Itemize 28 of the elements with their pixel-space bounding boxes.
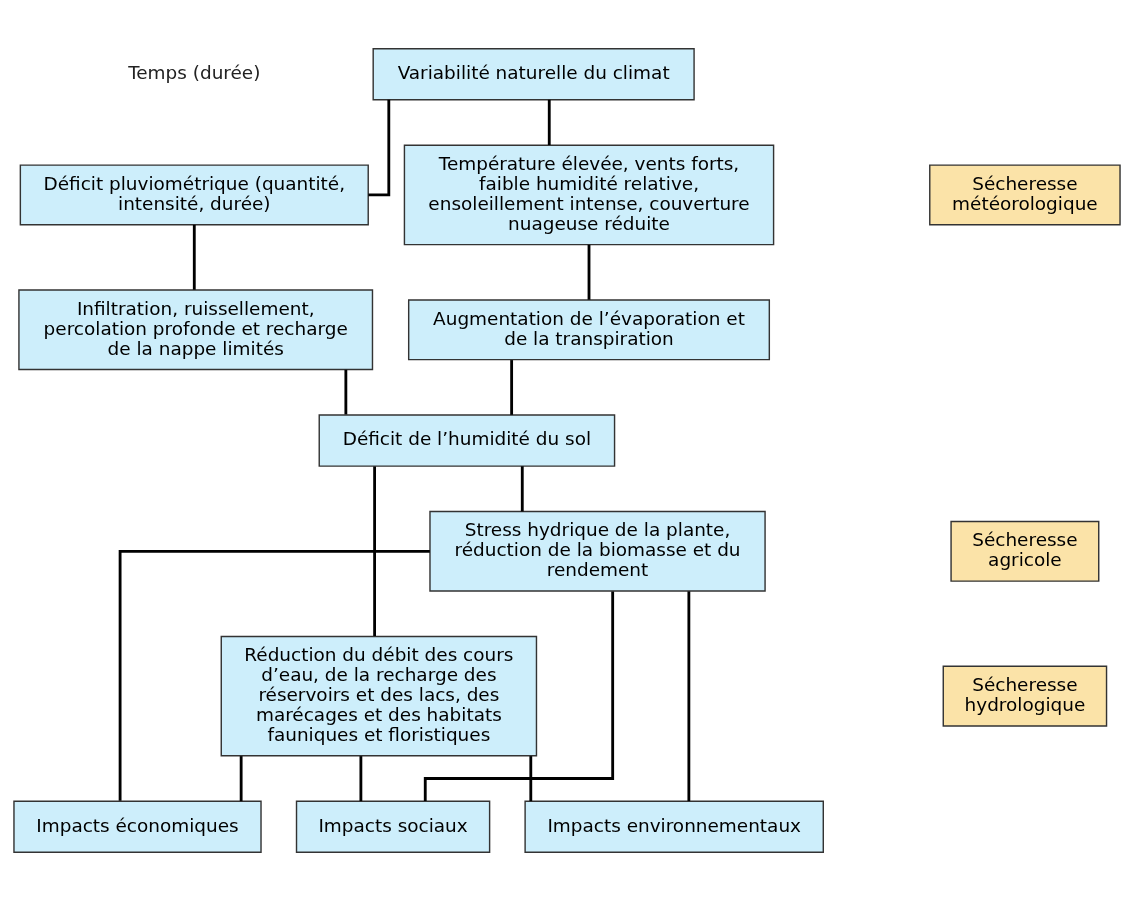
node-box: Variabilité naturelle du climat xyxy=(372,47,695,101)
connector xyxy=(547,99,551,145)
connector xyxy=(192,224,196,290)
node-box: Déficit de l’humidité du sol xyxy=(318,414,616,467)
node-box: Sécheresse hydrologique xyxy=(942,665,1108,727)
node-box: Déficit pluviométrique (quantité, intensité, durée) xyxy=(19,164,369,226)
connector xyxy=(587,244,591,300)
connector xyxy=(423,591,615,801)
node-box: Impacts sociaux xyxy=(295,800,491,854)
connector xyxy=(687,591,691,802)
connector xyxy=(373,466,377,636)
node-box: Température élevée, vents forts, faible humidité relative, ensoleillement intense, couverture nuageuse réduite xyxy=(403,144,775,246)
node-box: Infiltration, ruissellement, percolation profonde et recharge de la nappe limités xyxy=(18,289,374,371)
connector xyxy=(118,549,430,801)
node-box: Impacts économiques xyxy=(13,800,262,854)
connector xyxy=(510,360,514,415)
node-box: Stress hydrique de la plante, réduction de la biomasse et du rendement xyxy=(429,510,766,592)
connector xyxy=(344,369,348,415)
label: Temps (durée) xyxy=(128,62,261,84)
connector xyxy=(359,756,363,802)
connector xyxy=(520,466,524,512)
node-box: Augmentation de l’évaporation et de la transpiration xyxy=(408,299,771,361)
node-box: Impacts environnementaux xyxy=(524,800,824,854)
connector xyxy=(529,756,533,802)
node-box: Sécheresse météorologique xyxy=(929,164,1121,226)
connector xyxy=(239,756,243,802)
node-box: Réduction du débit des cours d’eau, de la recharge des réservoirs et des lacs, des marécages et des habitats fauniques et floristiques xyxy=(220,635,538,757)
node-box: Sécheresse agricole xyxy=(950,520,1100,582)
